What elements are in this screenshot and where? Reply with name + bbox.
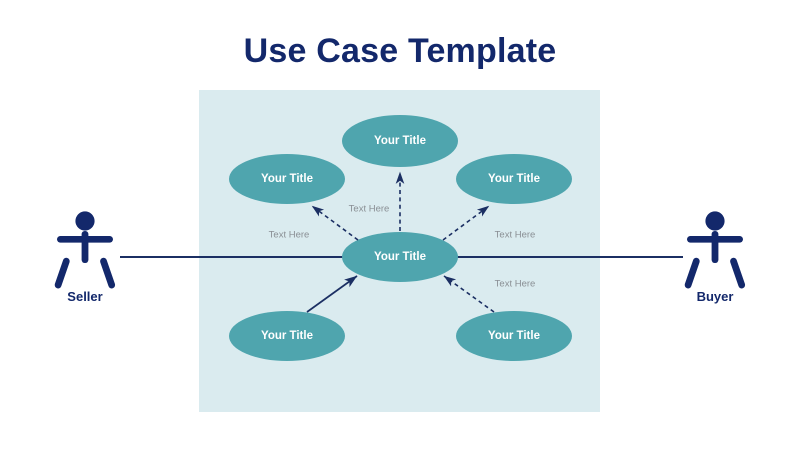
edge-label-upper-right: Text Here	[494, 229, 536, 241]
use-case-node-upper-right[interactable]	[456, 154, 572, 204]
use-case-node-lower-right[interactable]	[456, 311, 572, 361]
connector-lower-right-to-center	[443, 275, 495, 313]
edge-label-lower-right: Text Here	[494, 278, 536, 290]
actor-buyer-icon	[684, 211, 746, 289]
edge-label-top: Text Here	[348, 203, 390, 215]
use-case-node-upper-left[interactable]	[229, 154, 345, 204]
connector-center-to-upper-left	[311, 205, 359, 241]
use-case-node-lower-left[interactable]	[229, 311, 345, 361]
actor-label-buyer: Buyer	[696, 289, 734, 304]
use-case-node-center[interactable]	[342, 232, 458, 282]
edge-label-upper-left: Text Here	[268, 229, 310, 241]
connector-center-to-upper-right	[442, 205, 490, 241]
page-title: Use Case Template	[243, 32, 557, 70]
connector-lower-left-to-center	[306, 275, 358, 313]
actor-seller-icon	[54, 211, 116, 289]
use-case-node-top[interactable]	[342, 115, 458, 167]
actor-label-seller: Seller	[67, 289, 103, 304]
